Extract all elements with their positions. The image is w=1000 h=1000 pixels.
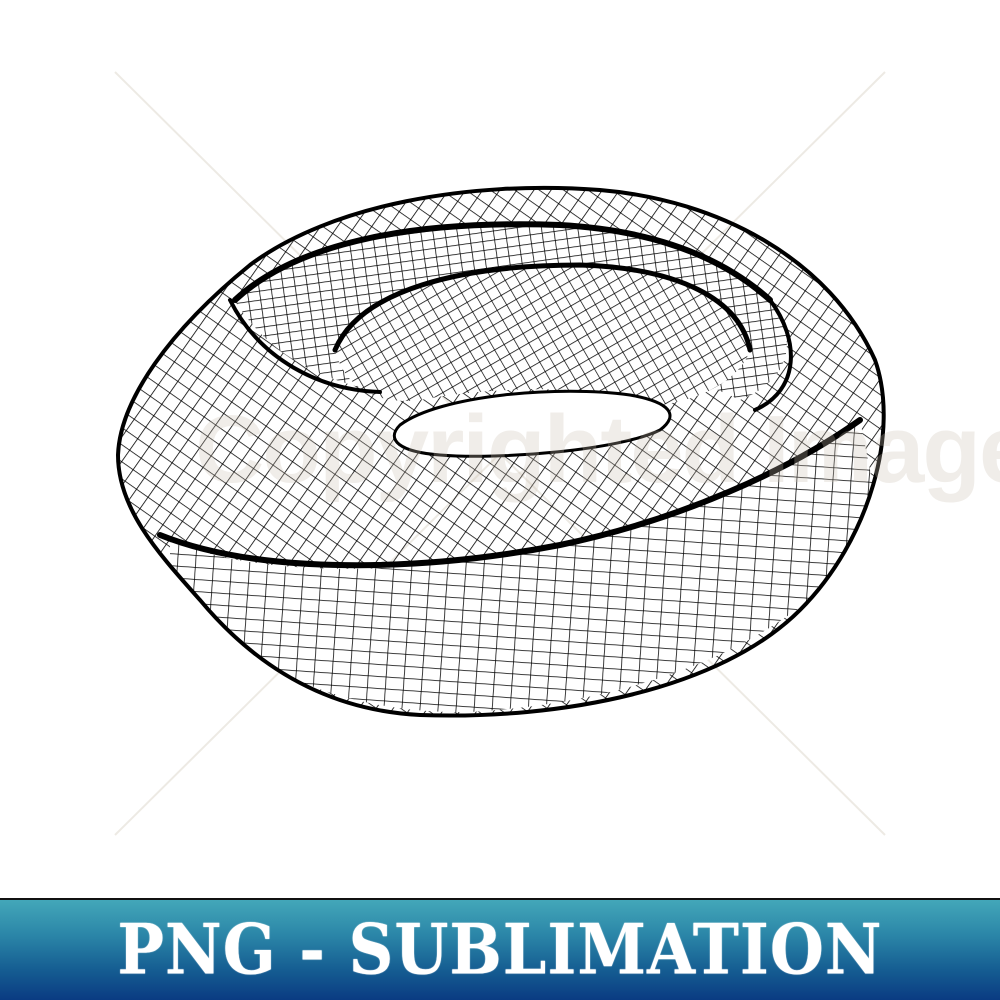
torus-hole [392,389,672,458]
torus-wireframe-illustration [114,71,886,836]
format-banner: PNG - SUBLIMATION [0,898,1000,1000]
banner-label: PNG - SUBLIMATION [117,908,883,991]
product-artwork: Copyrighted Image [114,71,1000,836]
